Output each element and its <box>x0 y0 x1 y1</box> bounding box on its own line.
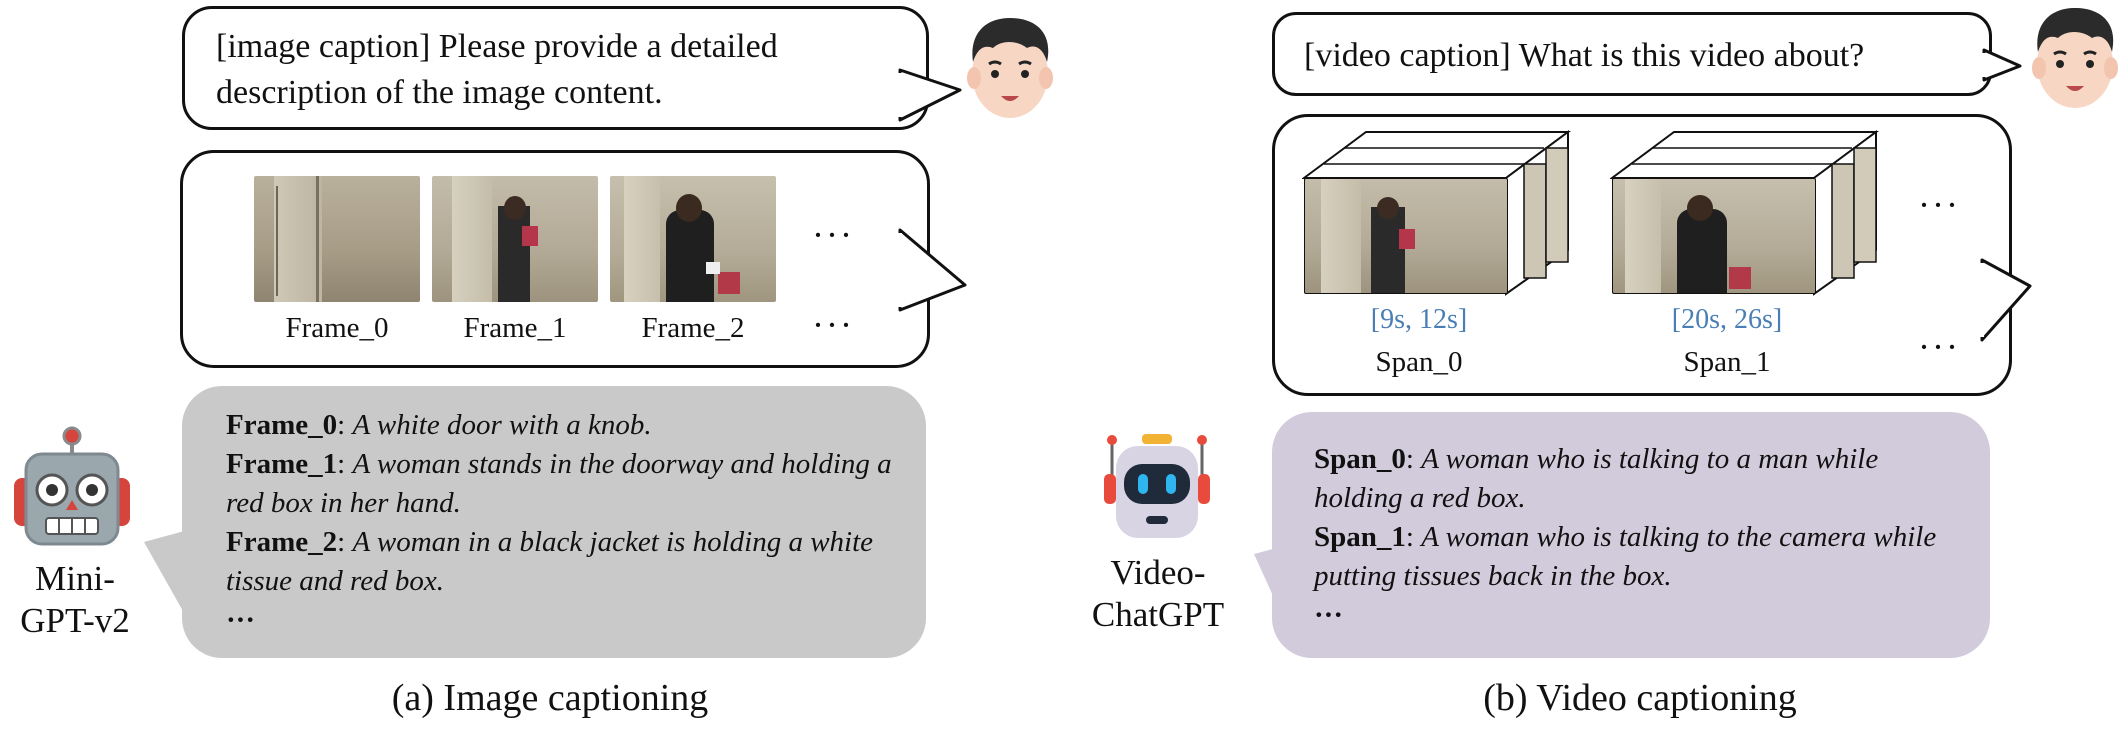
span-0-time: [9s, 12s] <box>1370 304 1468 335</box>
spans-ellipsis-top: ··· <box>1918 185 1960 225</box>
answer-a-key-2: Frame_2 <box>226 526 338 558</box>
answer-a-line-0: Frame_0: A white door with a knob. <box>226 409 652 441</box>
answer-b-more: ··· <box>1314 599 1344 631</box>
frame-1-thumbnail <box>432 176 598 302</box>
answer-a-more: ··· <box>226 604 256 636</box>
user-avatar-icon <box>2032 8 2118 108</box>
answer-text-b: Span_0: A woman who is talking to a man … <box>1314 440 1974 635</box>
question-bubble-a <box>182 6 929 130</box>
question-bubble-a-tail <box>896 68 962 122</box>
bot-name-a: Mini-GPT-v2 <box>20 559 130 640</box>
span-1-stack-outline <box>1610 130 1880 296</box>
chatbot-icon <box>1104 434 1210 538</box>
frame-2-label: Frame_2 <box>641 312 745 344</box>
robot-icon <box>14 426 130 546</box>
frame-0-thumbnail <box>254 176 420 302</box>
span-1-frame <box>1612 178 1816 294</box>
question-bubble-b-tail <box>1980 48 2022 82</box>
span-1-label: Span_1 <box>1683 346 1771 378</box>
answer-a-text-2: A woman in a black jacket is holding a w… <box>226 526 874 597</box>
answer-a-line-1: Frame_1: A woman stands in the doorway a… <box>226 448 892 519</box>
spans-ellipsis-bottom: ··· <box>1918 327 1960 367</box>
answer-text-a: Frame_0: A white door with a knob. Frame… <box>226 406 896 640</box>
caption-b: (b) Video captioning <box>1483 677 1797 719</box>
question-bubble-b <box>1272 12 1992 96</box>
frames-bubble-a-tail <box>896 228 967 312</box>
span-0-frame <box>1304 178 1508 294</box>
answer-b-line-1: Span_1: A woman who is talking to the ca… <box>1314 521 1937 592</box>
frame-1-label: Frame_1 <box>463 312 567 344</box>
question-text-a: [image caption] Please provide a detaile… <box>216 28 778 111</box>
answer-bubble-b <box>1272 412 1990 658</box>
bot-name-b: Video-ChatGPT <box>1091 553 1225 634</box>
answer-a-text-0: A white door with a knob. <box>352 409 652 441</box>
span-0-label: Span_0 <box>1375 346 1463 378</box>
user-avatar-icon <box>967 18 1053 118</box>
answer-b-line-0: Span_0: A woman who is talking to a man … <box>1314 443 1879 514</box>
frame-0-label: Frame_0 <box>285 312 389 344</box>
answer-b-text-0: A woman who is talking to a man while ho… <box>1314 443 1879 514</box>
answer-a-key-1: Frame_1 <box>226 448 338 480</box>
answer-a-line-2: Frame_2: A woman in a black jacket is ho… <box>226 526 874 597</box>
answer-a-text-1: A woman stands in the doorway and holdin… <box>226 448 892 519</box>
answer-bubble-a <box>182 386 926 658</box>
answer-b-key-0: Span_0 <box>1314 443 1406 475</box>
answer-b-text-1: A woman who is talking to the camera whi… <box>1314 521 1937 592</box>
frame-2-thumbnail <box>610 176 776 302</box>
frames-ellipsis-bottom: ··· <box>812 305 854 345</box>
answer-b-key-1: Span_1 <box>1314 521 1406 553</box>
caption-a: (a) Image captioning <box>391 677 709 719</box>
answer-a-key-0: Frame_0 <box>226 409 338 441</box>
answer-bubble-b-tail <box>1254 546 1284 620</box>
question-text-b: [video caption] What is this video about… <box>1304 37 1865 74</box>
frames-ellipsis-top: ··· <box>812 215 854 255</box>
spans-bubble-b-tail <box>1978 258 2032 342</box>
answer-bubble-a-tail <box>144 530 188 620</box>
span-1-time: [20s, 26s] <box>1671 304 1783 335</box>
